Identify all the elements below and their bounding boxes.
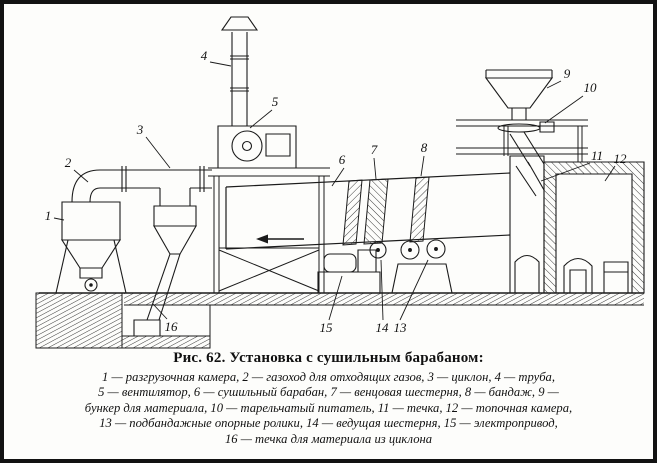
callout-6: 6 [339,152,346,167]
callout-2: 2 [65,155,72,170]
callout-7: 7 [371,142,378,157]
callout-13: 13 [394,320,408,335]
callout-10: 10 [584,80,598,95]
cyclone-chute [134,254,180,336]
flow-direction-arrow [256,234,304,244]
callout-5: 5 [272,94,279,109]
fan [218,126,296,168]
ground-foundation [36,293,644,348]
callout-4: 4 [201,48,208,63]
support-rollers [392,240,452,293]
furnace-chamber [544,162,644,293]
callout-9: 9 [564,66,571,81]
callout-numbers: 1 2 3 4 5 6 7 8 9 10 11 12 13 14 15 16 [45,48,627,335]
figure-legend: 1 — разгрузочная камера, 2 — газоход для… [15,370,643,447]
chimney [222,17,257,126]
cyclone [154,188,196,254]
legend-line: 13 — подбандажные опорные ролики, 14 — в… [99,416,558,431]
gas-duct [72,166,212,202]
callout-1: 1 [45,208,52,223]
feed-chute [510,132,544,196]
legend-line: 16 — течка для материала из циклона [224,431,433,446]
discharge-chamber [56,202,126,293]
leader-lines [54,62,615,320]
electric-drive [318,250,380,293]
callout-3: 3 [136,122,144,137]
bandage-left [343,180,362,245]
technical-drawing: 1 2 3 4 5 6 7 8 9 10 11 12 13 14 15 16 [4,4,653,349]
drum-head [510,156,544,293]
bandage-right [410,177,429,242]
callout-16: 16 [165,319,179,334]
callout-12: 12 [614,151,628,166]
material-hopper [486,70,552,108]
callout-8: 8 [421,140,428,155]
feeder-platform [456,120,588,162]
figure-caption: Рис. 62. Установка с сушильным барабаном… [173,350,484,366]
legend-line: бункер для материала, 10 — тарельчатый п… [84,400,573,415]
legend-line: 5 — вентилятор, 6 — сушильный барабан, 7… [98,385,559,400]
callout-11: 11 [591,148,603,163]
callout-14: 14 [376,320,390,335]
ring-gear [364,179,388,244]
callout-15: 15 [320,320,334,335]
legend-line: 1 — разгрузочная камера, 2 — газоход для… [102,370,555,384]
